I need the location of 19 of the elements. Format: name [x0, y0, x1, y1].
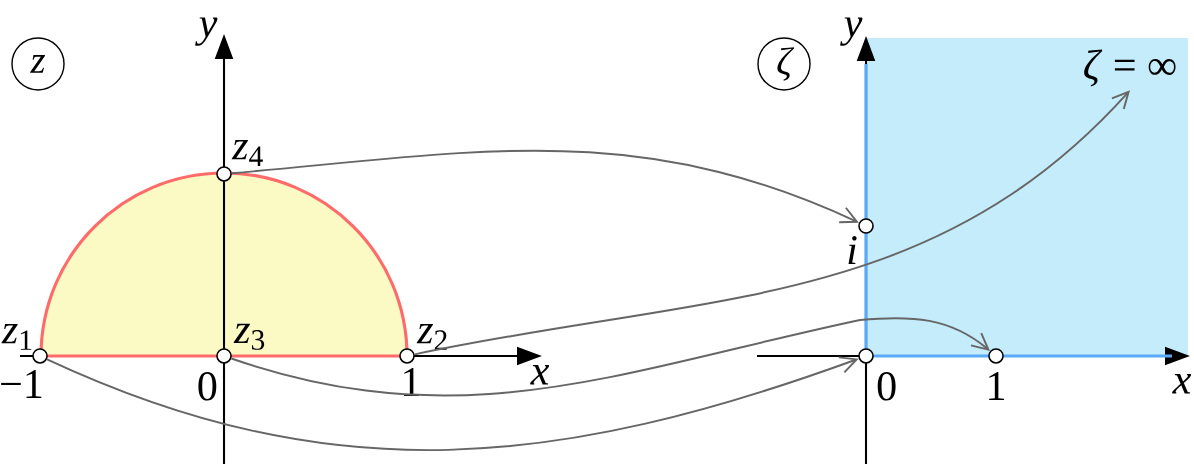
mapping-arrow	[230, 149, 859, 224]
point-label: z$_{4}$	[231, 139, 263, 166]
axis-label: x	[530, 365, 550, 385]
point-label: 0	[198, 372, 217, 401]
point-label: 0	[877, 372, 896, 401]
infinity-label: ζ = ∞	[1084, 49, 1176, 87]
axis-label: y	[195, 17, 218, 46]
mapping-arrow	[46, 356, 859, 451]
mapping-arrow	[230, 317, 991, 397]
point-label: −1	[1, 370, 42, 398]
circle-label: z	[11, 37, 65, 91]
point-label: 1	[989, 372, 1004, 400]
circle-label: ζ	[757, 37, 811, 91]
point-label: i	[848, 236, 857, 264]
axis-label: x	[1172, 374, 1192, 394]
mapping-arrow	[413, 90, 1130, 356]
point-label: z$_{1}$	[1, 323, 32, 350]
axis-label: y	[840, 17, 863, 46]
point-label: z$_{3}$	[233, 323, 265, 350]
